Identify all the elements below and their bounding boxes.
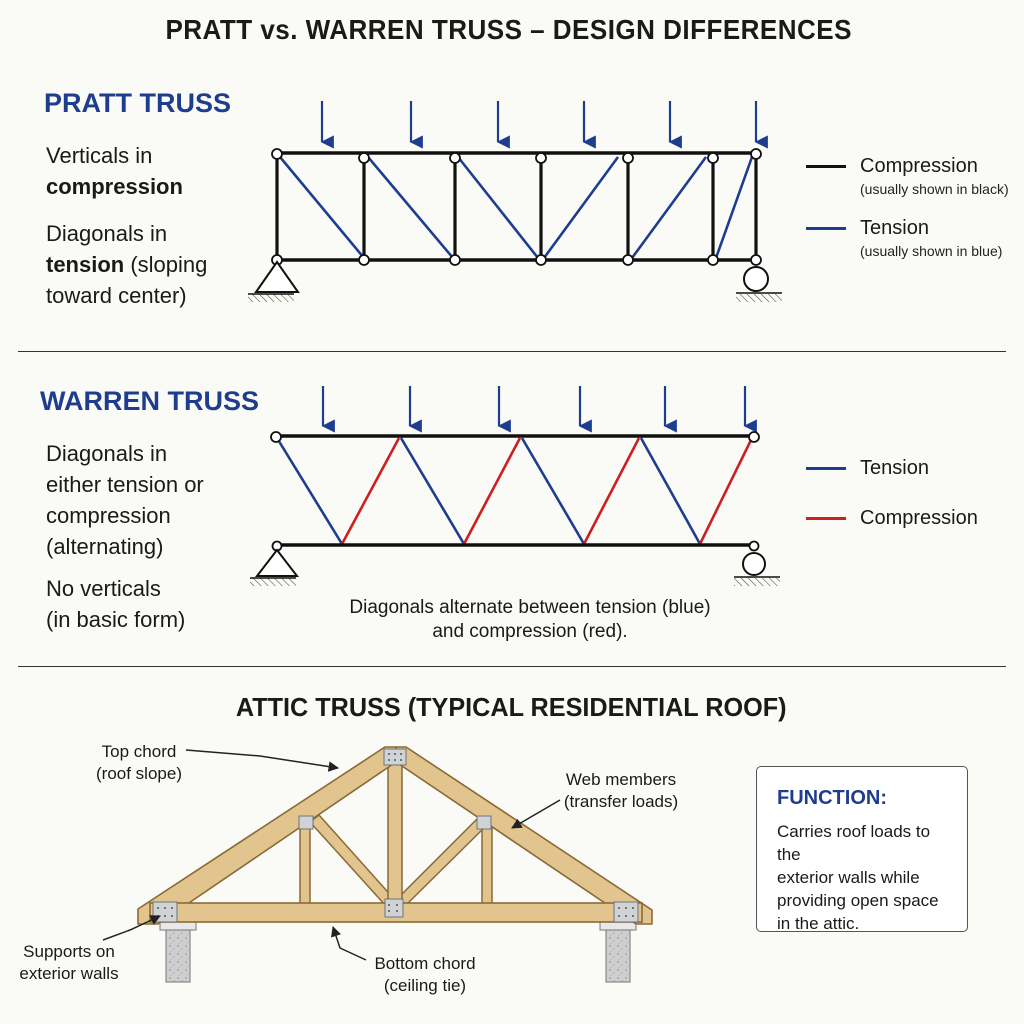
label-bottom-chord: Bottom chord (ceiling tie) (374, 954, 476, 995)
legend-swatch (806, 227, 846, 230)
pratt-pin-support (248, 260, 300, 302)
warren-caption: Diagonals alternate between tension (blu… (349, 597, 711, 642)
pratt-truss-diagram (248, 101, 782, 302)
attic-truss-diagram (102, 746, 653, 983)
function-text: Carries roof loads to the exterior walls… (777, 822, 939, 933)
warren-description: Diagonals in either tension or compressi… (46, 441, 204, 632)
warren-load-arrows (321, 386, 757, 433)
page-title: PRATT vs. WARREN TRUSS – DESIGN DIFFEREN… (165, 14, 852, 45)
pratt-joints (271, 148, 762, 266)
legend-swatch (806, 517, 846, 520)
right-wall-support (599, 921, 637, 983)
pratt-heading: PRATT TRUSS (44, 88, 231, 118)
warren-heading: WARREN TRUSS (40, 386, 260, 416)
callout-leaders (102, 749, 561, 961)
legend-item-compression: Compression (806, 155, 1009, 178)
pratt-description: Verticals in compression Diagonals in te… (46, 143, 208, 308)
function-box: FUNCTION: Carries roof loads to the exte… (756, 766, 968, 933)
section-divider (18, 666, 1006, 667)
section-divider (18, 351, 1006, 352)
king-post (387, 761, 403, 905)
pratt-legend: Compression (usually shown in black) Ten… (806, 155, 1009, 259)
pratt-load-arrows (320, 101, 768, 149)
warren-joints (270, 431, 760, 443)
gusset-plates (152, 748, 639, 923)
legend-item-tension: Tension (806, 217, 1009, 240)
warren-roller-support (734, 540, 780, 586)
label-supports: Supports on exterior walls (19, 942, 119, 983)
legend-swatch (806, 165, 846, 168)
pratt-roller-support (736, 266, 782, 302)
top-chord-right (395, 746, 653, 925)
function-title: FUNCTION: (777, 787, 887, 809)
top-chord-left (137, 746, 397, 925)
label-top-chord: Top chord (roof slope) (96, 742, 182, 783)
legend-swatch (806, 467, 846, 470)
pratt-diagonals (279, 156, 754, 259)
left-wall-support (159, 921, 197, 983)
pratt-verticals (275, 153, 758, 260)
warren-compression-diagonals (340, 437, 754, 545)
legend-item-compression: Compression (806, 507, 978, 530)
legend-item-tension: Tension (806, 457, 978, 480)
attic-heading: ATTIC TRUSS (TYPICAL RESIDENTIAL ROOF) (235, 692, 787, 722)
warren-pin-support (250, 540, 300, 586)
warren-tension-diagonals (275, 437, 702, 545)
warren-truss-diagram (250, 386, 780, 586)
label-web-members: Web members (transfer loads) (563, 770, 679, 811)
warren-legend: Tension Compression (806, 457, 978, 530)
